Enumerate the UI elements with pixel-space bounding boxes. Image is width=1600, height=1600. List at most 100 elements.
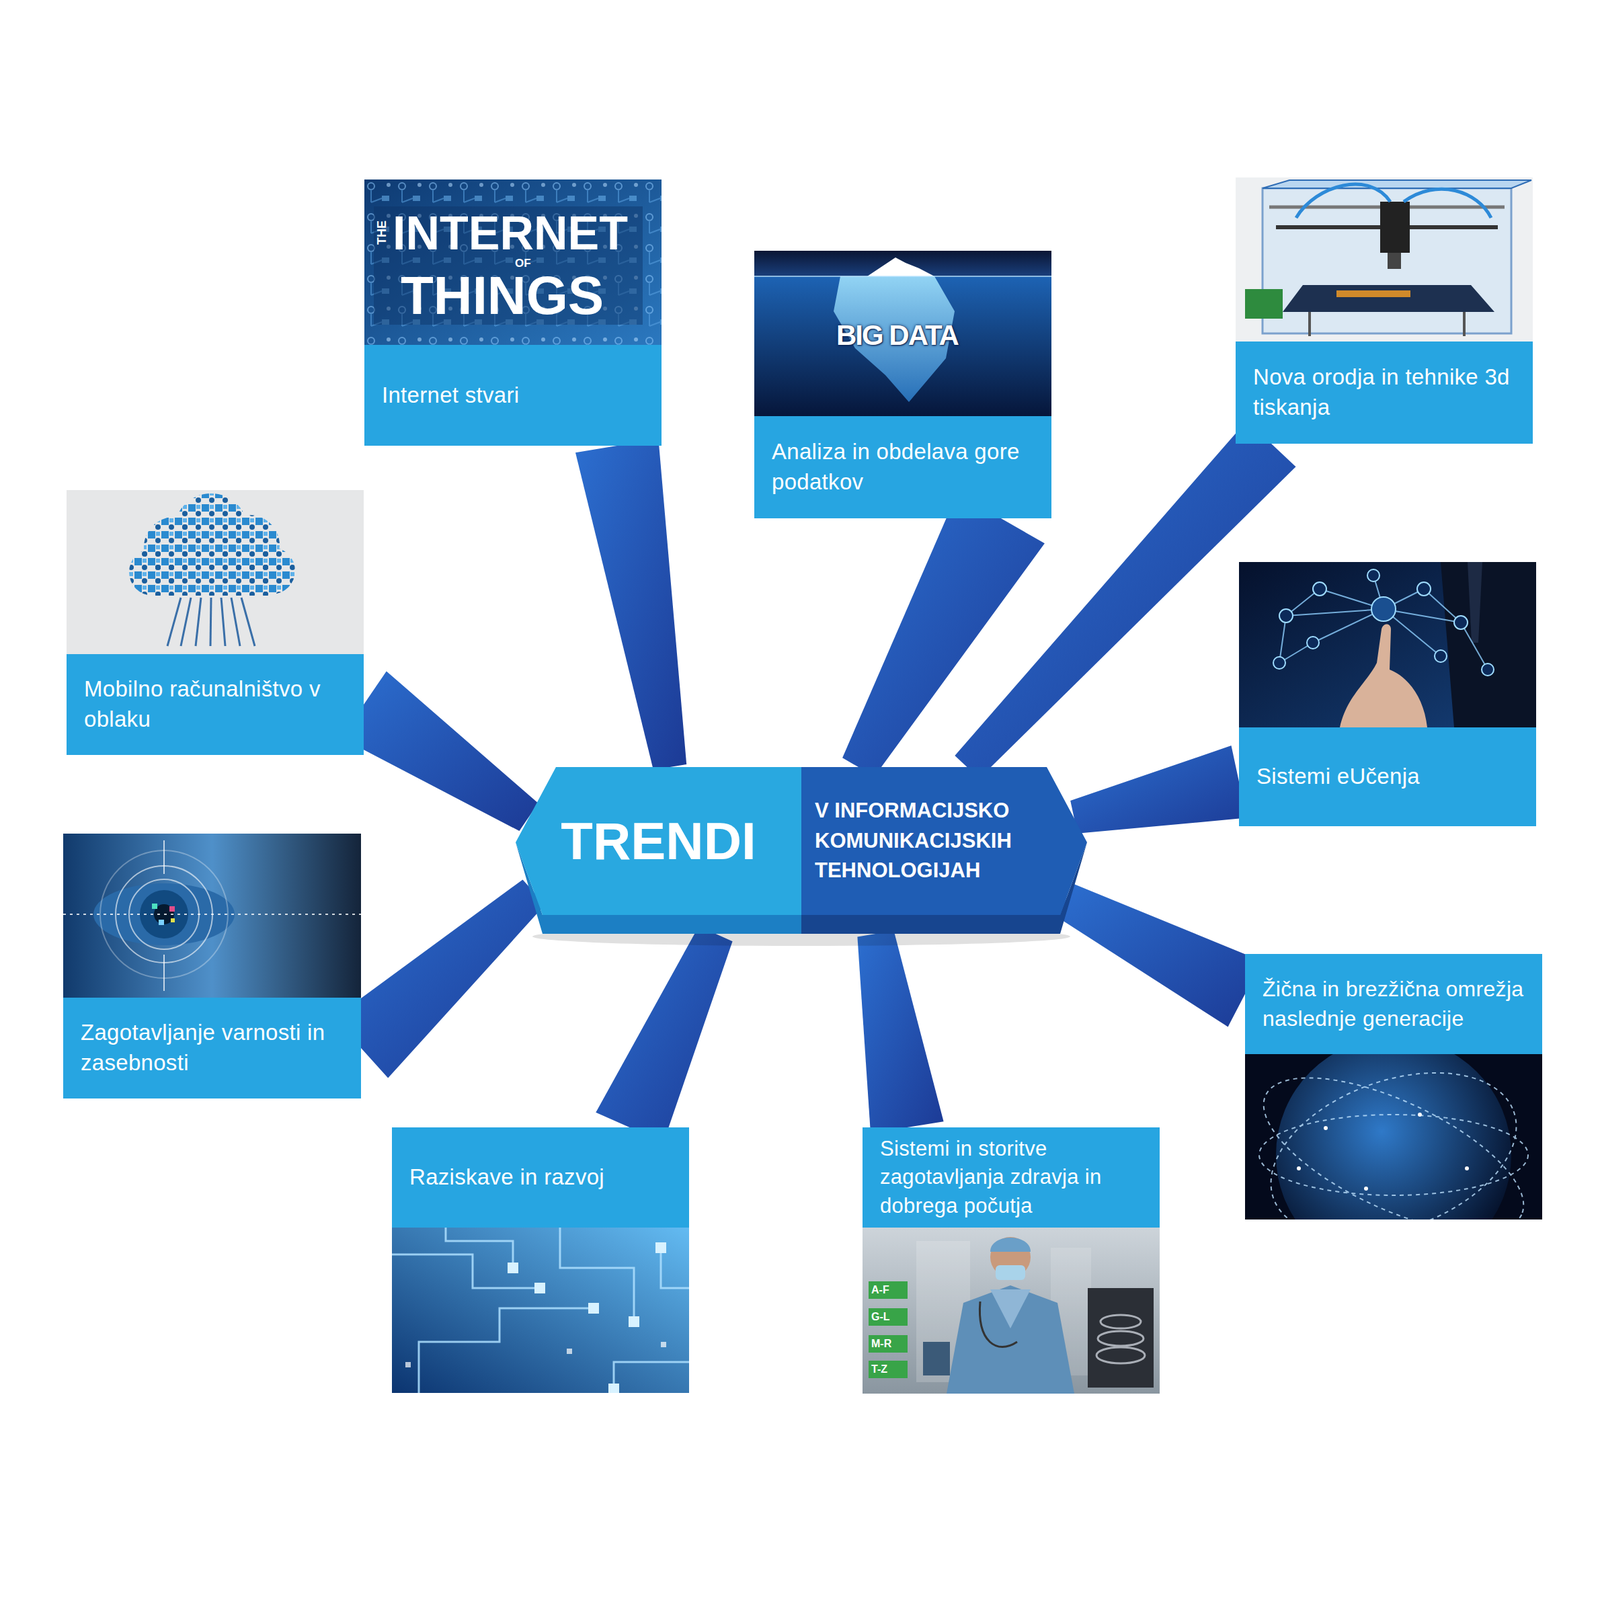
doctor-illustration-part <box>868 1360 908 1379</box>
iceberg-word: BIG DATA <box>836 321 958 350</box>
cloud-illustration-part-part <box>231 597 240 647</box>
center-hexagon: TRENDI V INFORMACIJSKO KOMUNIKACIJSKIH TE… <box>515 767 1088 934</box>
eye-illustration-part <box>151 903 158 909</box>
topic-label: Internet stvari <box>381 380 519 411</box>
printer-illustration-part <box>1282 285 1495 312</box>
globe-illustration-part-part <box>1417 1112 1422 1117</box>
cloud-illustration-part <box>167 597 255 647</box>
doctor-illustration-part-part <box>1100 1314 1141 1329</box>
cloud-illustration-part-part <box>241 597 255 647</box>
network-illustration-part-part <box>1273 656 1286 669</box>
doctor-illustration-part <box>868 1335 908 1353</box>
doctor-illustration-part <box>923 1341 950 1376</box>
doctor-illustration-part <box>868 1308 908 1326</box>
topic-box: Internet stvari <box>364 344 662 446</box>
network-illustration-part-part <box>1279 609 1293 623</box>
network-illustration-part-part <box>1367 569 1380 582</box>
eye-illustration-part <box>158 919 165 926</box>
cloud-illustration-part-part <box>180 597 191 647</box>
connector-wedge <box>340 670 538 831</box>
network-illustration-part-part <box>1312 582 1327 596</box>
network-illustration-part <box>1238 562 1537 728</box>
doctor-illustration-part <box>862 1227 1160 1394</box>
globe-illustration-part <box>1296 1112 1469 1191</box>
topic-label: Žična in brezžična omrežja naslednje gen… <box>1262 974 1525 1034</box>
printer-illustration-part <box>1462 311 1466 337</box>
iceberg-illustration-part <box>754 275 1052 277</box>
network-illustration-part-part <box>1454 615 1468 630</box>
globe-illustration-part-part <box>1243 1046 1545 1264</box>
topic-label: Zagotavljanje varnosti in zasebnosti <box>80 1017 344 1079</box>
circuit-illustration-part-part <box>566 1348 573 1354</box>
logo-word: THINGS <box>400 268 604 323</box>
network-illustration-part-part <box>1306 636 1319 649</box>
doctor-illustration-part <box>1096 1314 1145 1364</box>
globe-illustration-part-part <box>1464 1166 1469 1171</box>
connector-wedge <box>595 926 733 1143</box>
iot-illustration <box>364 179 662 345</box>
circuit-illustration-part-part <box>560 1227 634 1322</box>
eye-illustration <box>63 833 362 998</box>
network-illustration-part <box>1339 624 1428 729</box>
topic-box: Raziskave in razvoj <box>391 1127 690 1228</box>
globe-illustration-part-part <box>1323 1126 1328 1131</box>
center-title: TRENDI <box>560 814 756 868</box>
printer-illustration <box>1235 177 1533 342</box>
eye-illustration-part <box>63 833 362 998</box>
globe-illustration-part-part <box>1296 1166 1301 1171</box>
circuit-illustration-part-part <box>405 1362 411 1368</box>
eye-illustration-part <box>163 954 165 991</box>
printer-illustration-part <box>1387 252 1402 269</box>
cloud-illustration-part-part <box>195 597 202 647</box>
doctor-illustration-part <box>990 1237 1031 1252</box>
network-illustration-part-part <box>1417 582 1431 596</box>
printer-illustration-part <box>1380 201 1410 253</box>
doctor-illustration-part <box>979 1301 1018 1348</box>
circuit-illustration-part-part <box>655 1242 667 1254</box>
iceberg-illustration-part <box>867 257 935 277</box>
globe-illustration-part-part <box>1364 1186 1369 1191</box>
circuit-illustration-part-part <box>588 1302 599 1314</box>
circuit-illustration-part <box>391 1227 690 1393</box>
network-illustration-part-part <box>1423 588 1461 623</box>
doctor-illustration <box>862 1227 1160 1394</box>
iceberg-illustration-part <box>754 250 1052 277</box>
globe-illustration-part <box>1243 1042 1545 1269</box>
eye-illustration-part <box>170 918 175 923</box>
network-illustration-part <box>1440 562 1537 728</box>
circuit-illustration-part-part <box>391 1254 540 1289</box>
globe-illustration-part-part <box>1259 1114 1529 1196</box>
printer-illustration-part <box>1336 290 1411 298</box>
circuit-illustration-part-part <box>613 1362 690 1389</box>
eye-illustration-part <box>169 906 175 912</box>
center-subtitle: V INFORMACIJSKO KOMUNIKACIJSKIH TEHNOLOG… <box>814 795 1058 887</box>
eye-illustration-part <box>63 913 362 915</box>
printer-illustration-part <box>1235 177 1533 342</box>
doctor-illustration-part-part <box>1097 1331 1144 1346</box>
globe-illustration-part <box>1275 1037 1512 1273</box>
network-illustration <box>1238 562 1537 728</box>
panel-tab: M-R <box>871 1338 892 1350</box>
iceberg-illustration-part <box>754 276 1052 417</box>
logo-word: INTERNET <box>392 209 628 257</box>
cloud-illustration-part-part <box>210 597 212 647</box>
doctor-illustration-part <box>995 1265 1026 1280</box>
circuit-illustration-part-part <box>445 1227 513 1268</box>
circuit-illustration-part <box>405 1341 667 1368</box>
printer-illustration-part <box>1308 311 1311 337</box>
topic-label: Sistemi in storitve zagotavljanja zdravj… <box>880 1134 1143 1220</box>
doctor-illustration-part <box>1087 1288 1154 1388</box>
network-illustration-part-part <box>1371 596 1396 622</box>
network-illustration-part-part <box>1481 663 1494 676</box>
cloud-illustration-part-part <box>167 597 181 647</box>
cloud-illustration-part <box>129 493 296 596</box>
cloud-illustration <box>66 490 364 655</box>
cloud-illustration-part-part <box>152 557 272 596</box>
doctor-illustration-part <box>946 1285 1075 1394</box>
circuit-illustration-part-part <box>418 1308 594 1393</box>
globe-illustration-part-part <box>1248 1042 1539 1269</box>
center-subtitle-area: V INFORMACIJSKO KOMUNIKACIJSKIH TEHNOLOG… <box>801 767 1088 934</box>
printer-illustration-part <box>1296 184 1391 218</box>
cloud-illustration-part <box>66 490 364 655</box>
circuit-illustration-part-part <box>534 1282 546 1294</box>
